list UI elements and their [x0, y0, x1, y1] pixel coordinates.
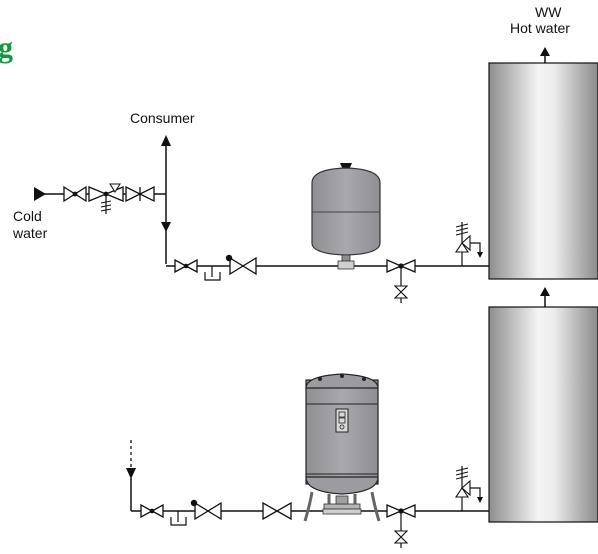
upper-safety-valve-icon: [454, 222, 483, 266]
lower-tank-valve-icon: [386, 504, 416, 548]
upper-tank-valve-icon: [386, 259, 416, 303]
cold-water-inlet-arrow-icon: [34, 187, 46, 201]
upper-lockable-valve-icon: [225, 254, 257, 276]
cold-water-label-line1: Cold: [13, 208, 42, 224]
lower-gate-valve-icon: [140, 503, 164, 519]
upper-gate-valve-icon: [174, 258, 198, 274]
tank-connection-arrow-icon: [540, 287, 550, 307]
check-valve-icon: [125, 185, 155, 203]
pressure-reducer-icon: [88, 183, 124, 214]
lower-vessel-valve-icon: [262, 501, 292, 521]
cold-water-label-line2: water: [13, 225, 48, 241]
lower-drain-tap-icon: [170, 511, 187, 526]
upper-hot-water-tank: [488, 62, 598, 280]
lower-lockable-valve-icon: [190, 499, 222, 521]
lower-supply-arrow-icon: [126, 468, 136, 479]
ww-label: WW: [535, 4, 562, 20]
lower-expansion-vessel: [303, 373, 381, 522]
consumer-label: Consumer: [130, 110, 195, 126]
upper-drain-tap-icon: [204, 266, 221, 281]
inlet-shutoff-valve-icon: [63, 185, 87, 203]
consumer-down-arrow-icon: [161, 222, 171, 232]
lower-hot-water-tank: [488, 306, 598, 523]
hot-water-label: Hot water: [510, 20, 570, 36]
brand-logo-fragment: g: [0, 31, 13, 64]
lower-safety-valve-icon: [454, 466, 483, 511]
hot-water-outlet-arrow-icon: [540, 47, 550, 63]
upper-expansion-vessel: [311, 163, 381, 270]
consumer-up-arrow-icon: [161, 135, 171, 146]
